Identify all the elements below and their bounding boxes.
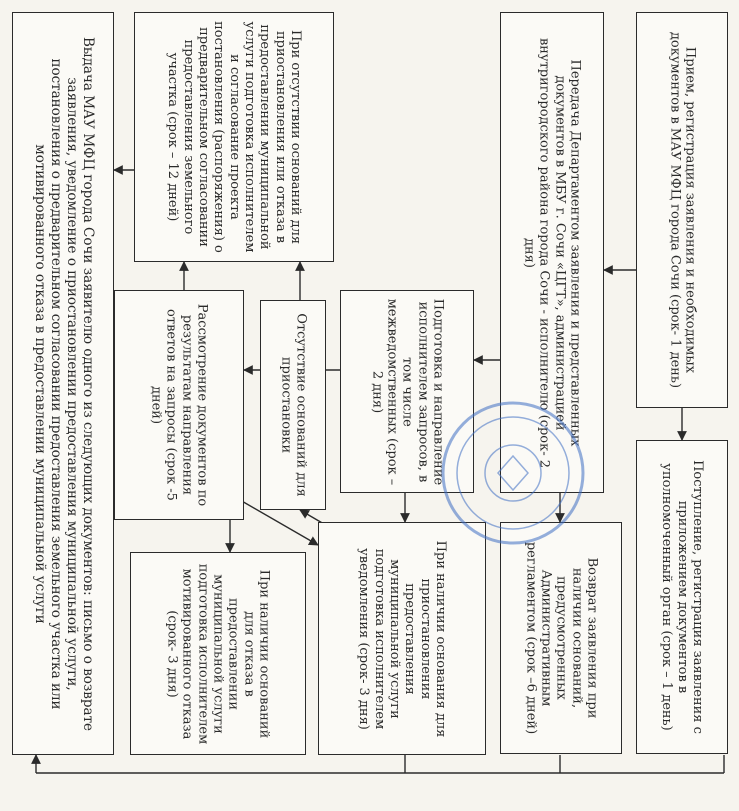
step-receive-application-text: Прием, регистрация заявления и необходим…: [667, 31, 698, 389]
step-prepare-resolution-text: При отсутствии оснований для приостановл…: [165, 21, 303, 253]
step-register-in-authority: Поступление, регистрация заявления с при…: [636, 440, 728, 754]
step-no-grounds-suspension-text: Отсутствие оснований для приостановки: [278, 313, 309, 497]
step-issue-documents-text: Выдача МАУ МФЦ города Сочи заявителю одн…: [32, 36, 96, 731]
step-receive-application: Прием, регистрация заявления и необходим…: [636, 12, 728, 408]
step-review-responses: Рассмотрение документов по результатам н…: [114, 290, 244, 520]
step-return-application: Возврат заявления при наличии оснований,…: [500, 522, 622, 754]
step-no-grounds-suspension: Отсутствие оснований для приостановки: [260, 300, 326, 510]
step-register-in-authority-text: Поступление, регистрация заявления с при…: [659, 460, 705, 734]
step-return-application-text: Возврат заявления при наличии оснований,…: [523, 541, 600, 735]
step-reasoned-refusal-text: При наличии оснований для отказа в предо…: [164, 563, 272, 744]
step-review-responses-text: Рассмотрение документов по результатам н…: [148, 303, 210, 507]
step-prepare-resolution: При отсутствии оснований для приостановл…: [134, 12, 334, 262]
official-seal-icon: [441, 401, 585, 545]
step-issue-documents: Выдача МАУ МФЦ города Сочи заявителю одн…: [12, 12, 114, 755]
step-prepare-requests: Подготовка и направление исполнителем за…: [340, 290, 474, 493]
step-prepare-requests-text: Подготовка и направление исполнителем за…: [369, 298, 446, 485]
step-suspension-notice-text: При наличии основания для приостановлени…: [356, 540, 448, 737]
step-suspension-notice: При наличии основания для приостановлени…: [318, 522, 486, 755]
step-reasoned-refusal: При наличии оснований для отказа в предо…: [130, 552, 306, 755]
step-transfer-documents: Передача Департаментом заявления и предс…: [500, 12, 604, 493]
